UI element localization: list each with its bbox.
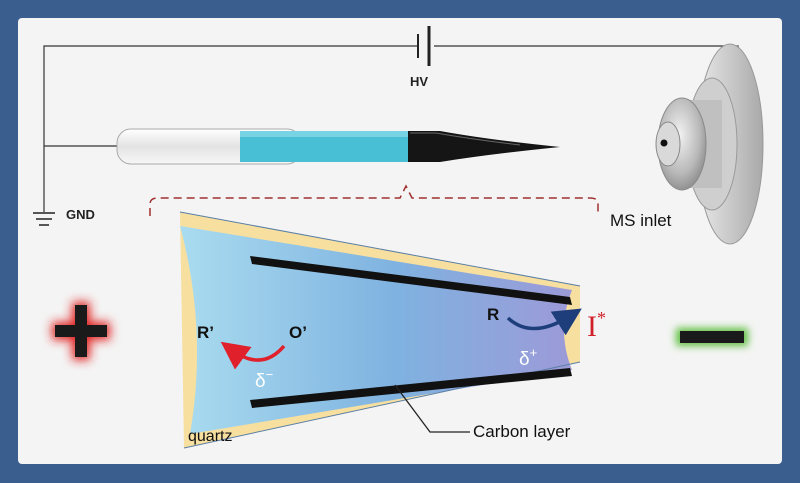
- gnd-label: GND: [66, 207, 95, 222]
- carbon-layer-top: [250, 256, 572, 305]
- capillary-emitter: [116, 128, 560, 165]
- carbon-layer-bottom: [250, 368, 572, 408]
- ground-symbol-icon: [33, 212, 55, 226]
- battery-symbol-icon: [417, 26, 431, 66]
- hv-label: HV: [410, 74, 428, 89]
- ms-inlet-label: MS inlet: [610, 211, 672, 230]
- ion-current-label: I*: [587, 308, 606, 343]
- tip-cross-section: [179, 211, 581, 449]
- r-label: R: [487, 305, 499, 324]
- carbon-layer-label: Carbon layer: [473, 422, 571, 441]
- plus-sign-icon: [52, 302, 110, 360]
- quartz-label: quartz: [188, 428, 232, 445]
- ms-inlet-cone-icon: [655, 43, 764, 245]
- r-prime-label: R’: [197, 323, 214, 342]
- oxidation-arrow: [506, 308, 582, 336]
- o-prime-label: O’: [289, 323, 307, 342]
- zoom-bracket: [149, 184, 599, 216]
- delta-plus-label: δ+: [519, 345, 537, 370]
- delta-minus-label: δ−: [255, 367, 273, 392]
- reduction-arrow: [220, 341, 286, 370]
- minus-sign-icon: [676, 328, 748, 346]
